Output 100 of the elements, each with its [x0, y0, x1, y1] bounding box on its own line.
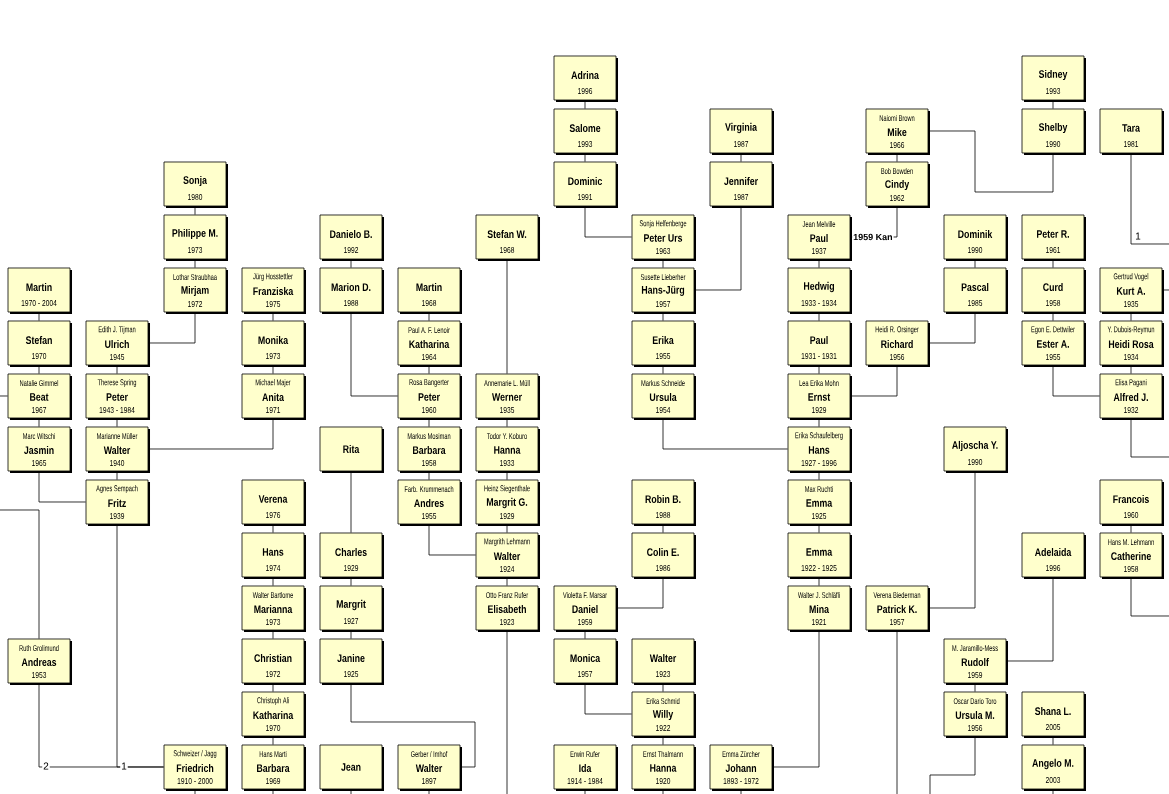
connector-line [1130, 524, 1132, 533]
connector-line [662, 736, 664, 745]
person-box: Monika 1973 [241, 320, 306, 367]
connector-line [1052, 736, 1054, 745]
person-box: Emma Zürcher Johann 1893 - 1972 [709, 744, 774, 791]
person-box: Elisa Pagani Alfred J. 1932 [1099, 373, 1164, 420]
person-box: Violetta F. Marsar Daniel 1959 [553, 585, 618, 632]
person-box: Michael Majer Anita 1971 [241, 373, 306, 420]
person-box: Oscar Dario Toro Ursula M. 1956 [943, 691, 1008, 738]
connector-line [1052, 312, 1054, 321]
connector-line [506, 418, 508, 427]
connector-line [584, 683, 632, 715]
connector-line [116, 471, 118, 480]
person-box: Todor Y. Koburo Hanna 1933 [475, 426, 540, 473]
connector-line [662, 418, 788, 450]
edge-label: 1959 Kan [852, 232, 894, 242]
edge-label: 2 [42, 761, 50, 771]
connector-line [662, 312, 664, 321]
connector-line [1130, 312, 1132, 321]
connector-line [350, 259, 352, 268]
person-box: Marc Witschi Jasmin 1965 [7, 426, 72, 473]
person-box: Y. Dubois-Reymun Heidi Rosa 1934 [1099, 320, 1164, 367]
connector-line [272, 789, 274, 794]
person-box: Jennifer 1987 [709, 161, 774, 208]
person-box: Otto Franz Rufer Elisabeth 1923 [475, 585, 540, 632]
person-box: Naiomi Brown Mike 1966 [865, 108, 930, 155]
person-box: Hans Marti Barbara 1969 [241, 744, 306, 791]
person-box: Virginia 1987 [709, 108, 774, 155]
person-box: Markus Mosiman Barbara 1958 [397, 426, 462, 473]
person-box: Verena 1976 [241, 479, 306, 526]
connector-line [506, 259, 508, 374]
connector-line [428, 789, 430, 794]
person-box: Edith J. Tijman Ulrich 1945 [85, 320, 150, 367]
connector-line [428, 365, 430, 374]
connector-line [974, 683, 976, 692]
person-box: Janine 1925 [319, 638, 384, 685]
connector-line [350, 471, 352, 533]
connector-line [194, 259, 196, 268]
connector-line [740, 789, 742, 794]
connector-line [584, 100, 586, 109]
connector-line [1130, 365, 1132, 374]
person-box: Heidi R. Orsinger Richard 1956 [865, 320, 930, 367]
connector-line [929, 736, 976, 794]
person-box: Annemarie L. Müll Werner 1935 [475, 373, 540, 420]
person-box: Verena Biederman Patrick K. 1957 [865, 585, 930, 632]
connector-line [928, 471, 976, 609]
person-box: Hans M. Lehmann Catherine 1958 [1099, 532, 1164, 579]
connector-line [272, 312, 274, 321]
person-box: Jean Melville Paul 1937 [787, 214, 852, 261]
connector-line [428, 312, 430, 321]
person-box: Farb. Krummenach Andres 1955 [397, 479, 462, 526]
person-box: Philippe M. 1973 [163, 214, 228, 261]
person-box: Agnes Sempach Fritz 1939 [85, 479, 150, 526]
connector-line [662, 365, 664, 374]
person-box: Marion D. 1988 [319, 267, 384, 314]
connector-line [896, 153, 898, 162]
connector-line [818, 524, 820, 533]
connector-line [1130, 418, 1169, 458]
person-box: Martin 1970 - 2004 [7, 267, 72, 314]
connector-line [506, 471, 508, 480]
connector-line [662, 683, 664, 692]
person-box: Jürg Hosstettler Franziska 1975 [241, 267, 306, 314]
person-box: Heinz Siegenthale Margrit G. 1929 [475, 479, 540, 526]
edge-label: 1 [1134, 231, 1142, 241]
person-box: Monica 1957 [553, 638, 618, 685]
connector-line [428, 471, 430, 480]
connector-line [428, 418, 430, 427]
connector-line [116, 524, 164, 768]
connector-line [350, 577, 352, 586]
connector-line [772, 630, 820, 768]
person-box: Colin E. 1986 [631, 532, 696, 579]
connector-line [272, 630, 274, 639]
person-box: Erika Schaufelberg Hans 1927 - 1996 [787, 426, 852, 473]
connector-line [116, 418, 118, 427]
person-box: Salome 1993 [553, 108, 618, 155]
connector-line [818, 259, 820, 268]
person-box: Ernst Thalmann Hanna 1920 [631, 744, 696, 791]
person-box: Bob Bowden Cindy 1962 [865, 161, 930, 208]
person-box: Aljoscha Y. 1990 [943, 426, 1008, 473]
connector-line [662, 259, 664, 268]
person-box: Shelby 1990 [1021, 108, 1086, 155]
connector-line [662, 789, 664, 794]
connector-line [272, 736, 274, 745]
connector-line [116, 365, 118, 374]
connector-line [740, 153, 742, 162]
person-box: Christoph Ali Katharina 1970 [241, 691, 306, 738]
connector-line [0, 509, 40, 639]
connector-line [506, 630, 508, 794]
person-box: Marianne Müller Walter 1940 [85, 426, 150, 473]
connector-line [928, 312, 976, 344]
connector-line [928, 130, 1054, 193]
person-box: Christian 1972 [241, 638, 306, 685]
person-box: Therese Spring Peter 1943 - 1984 [85, 373, 150, 420]
connector-line [506, 577, 508, 586]
person-box: Danielo B. 1992 [319, 214, 384, 261]
person-box: Jean [319, 744, 384, 791]
connector-line [148, 418, 274, 450]
person-box: Dominik 1990 [943, 214, 1008, 261]
person-box: Erika Schmid Willy 1922 [631, 691, 696, 738]
person-box: Rita [319, 426, 384, 473]
